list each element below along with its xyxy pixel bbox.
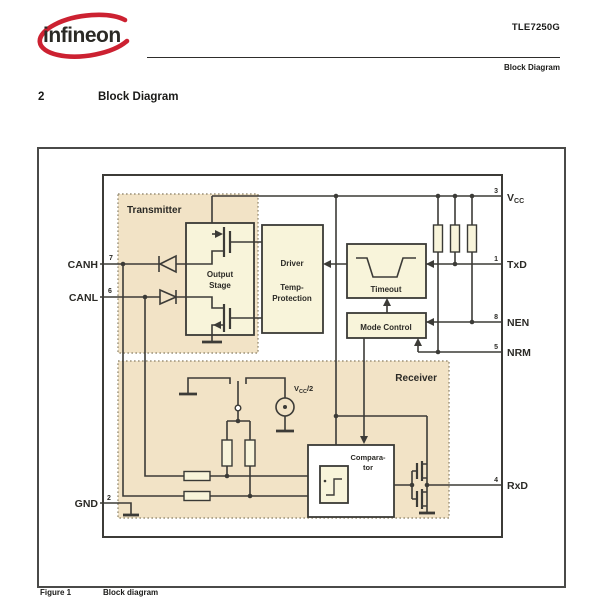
header-rule	[147, 57, 560, 58]
pin-name-canl: CANL	[69, 292, 99, 304]
pullup-resistors	[432, 224, 478, 253]
mode-control-box	[346, 312, 427, 339]
output-stage-label-1: Output	[207, 270, 234, 279]
pin-number-vcc: 3	[494, 188, 498, 195]
pin-name-rxd: RxD	[507, 480, 528, 492]
pin-number-canh: 7	[109, 255, 113, 262]
receiver-resistors	[183, 439, 256, 502]
pin-name-nen: NEN	[507, 317, 529, 329]
rxd-inverter-mosfets-icon	[415, 461, 424, 509]
arrowheads	[323, 260, 434, 444]
transmitter-label: Transmitter	[127, 205, 182, 216]
pin-number-gnd: 2	[107, 495, 111, 502]
pin-number-nen: 8	[494, 314, 498, 321]
pin-number-txd: 1	[494, 256, 498, 263]
timeout-waveform-icon	[356, 257, 416, 278]
timeout-label: Timeout	[371, 285, 402, 294]
pin-number-rxd: 4	[494, 477, 498, 484]
switch-contact-icon	[234, 404, 242, 412]
logo-swoosh	[37, 12, 130, 59]
figure-caption-text: Block diagram	[103, 588, 159, 597]
timeout-box	[346, 243, 427, 299]
junction-dots	[120, 193, 475, 499]
pin-name-vcc: VCC	[507, 192, 524, 205]
driver-box	[261, 224, 324, 334]
pin-name-txd: TxD	[507, 259, 527, 271]
temp-protection-label-2: Protection	[272, 294, 312, 303]
lowside-mosfet-icon	[186, 296, 262, 344]
hysteresis-icon-dot	[323, 479, 327, 483]
receiver-region	[117, 360, 450, 519]
pin-name-nrm: NRM	[507, 347, 531, 359]
canl-diode-icon	[159, 288, 178, 306]
section-title: Block Diagram	[98, 91, 179, 103]
canh-diode-icon	[158, 254, 177, 274]
logo-text: infineon	[43, 24, 121, 47]
pin-name-canh: CANH	[68, 259, 98, 271]
output-stage-label-2: Stage	[209, 281, 231, 290]
pin-name-gnd: GND	[75, 498, 99, 510]
doc-section-label: Block Diagram	[503, 63, 560, 72]
vcc-half-source-icon	[275, 397, 295, 417]
pin-number-canl: 6	[108, 288, 112, 295]
mode-control-label: Mode Control	[360, 323, 412, 332]
pin-number-nrm: 5	[494, 344, 498, 351]
temp-protection-label-1: Temp-	[280, 283, 304, 292]
section-number: 2	[38, 91, 45, 103]
hysteresis-icon	[326, 478, 342, 496]
product-name: TLE7250G	[511, 22, 560, 33]
comparator-label-1: Compara-	[350, 453, 386, 462]
infineon-logo: infineon	[37, 12, 130, 59]
comparator-label-2: tor	[363, 463, 373, 472]
highside-mosfet-icon	[186, 227, 262, 265]
figure-caption-label: Figure 1	[40, 588, 72, 597]
block-diagram-figure: Transmitter Receiver Output Stage Driver…	[37, 147, 566, 588]
vcc-half-label: VCC/2	[294, 384, 313, 395]
driver-label: Driver	[280, 259, 303, 268]
receiver-label: Receiver	[395, 373, 437, 384]
